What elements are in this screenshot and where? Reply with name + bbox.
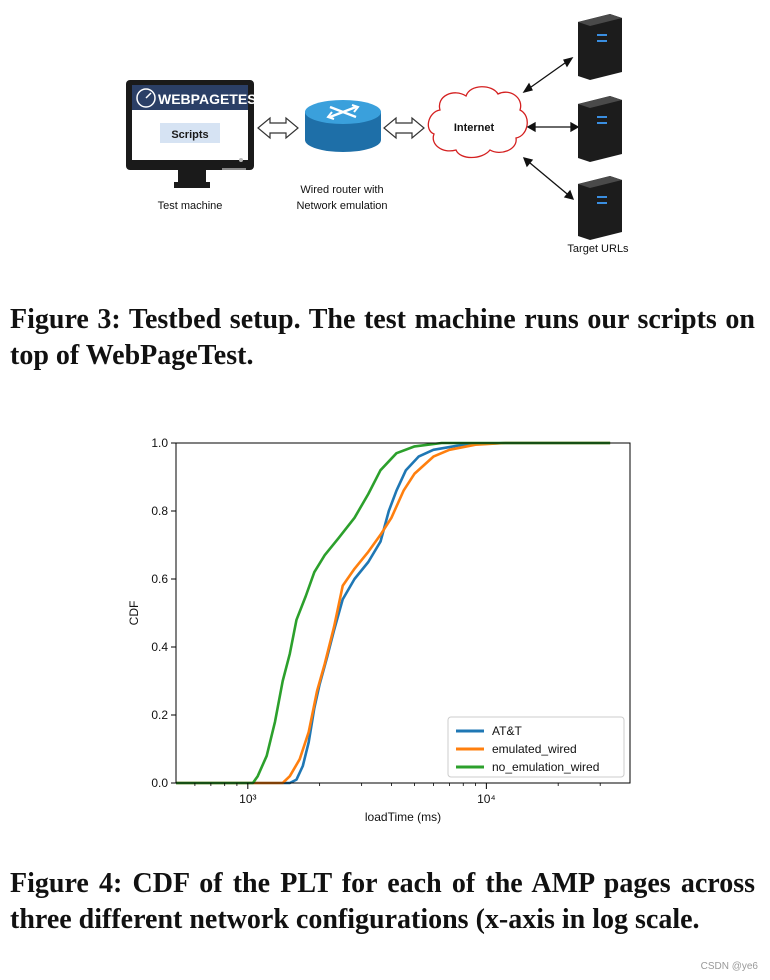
y-tick-label: 1.0 — [151, 436, 168, 450]
y-tick-label: 0.2 — [151, 708, 168, 722]
figure3-caption: Figure 3: Testbed setup. The test machin… — [10, 304, 755, 371]
legend-label: emulated_wired — [492, 742, 577, 756]
legend-label: AT&T — [492, 724, 522, 738]
x-tick-label: 10⁴ — [477, 792, 496, 806]
y-tick-label: 0.6 — [151, 572, 168, 586]
target-urls-label: Target URLs — [567, 243, 629, 255]
legend-box — [447, 716, 625, 778]
series-line — [176, 441, 611, 785]
double-arrow-icon — [383, 116, 425, 140]
speedometer-icon — [136, 88, 156, 108]
monitor-icon — [126, 80, 254, 188]
figure4-caption: Figure 4: CDF of the PLT for each of the… — [10, 868, 755, 935]
series-line — [176, 441, 611, 785]
server-icon — [578, 14, 622, 80]
internet-label: Internet — [454, 122, 495, 134]
router-icon — [305, 100, 381, 152]
y-tick-label: 0.8 — [151, 504, 168, 518]
y-tick-label: 0.0 — [151, 776, 168, 790]
y-tick-label: 0.4 — [151, 640, 168, 654]
scripts-label: Scripts — [171, 129, 208, 141]
internet-cloud-icon — [427, 86, 528, 159]
testbed-diagram: WEBPAGETEST Scripts Test machine Wired r… — [126, 14, 629, 255]
y-axis-label: CDF — [127, 601, 141, 626]
cdf-chart: 0.0 0.2 0.4 0.6 0.8 1.0 10³ 10⁴ loadTime (ms) CDF… — [127, 436, 631, 824]
webpagetest-logo-text: WEBPAGETEST — [158, 91, 266, 107]
double-arrow-icon — [257, 116, 299, 140]
x-tick-label: 10³ — [239, 792, 256, 806]
test-machine-label: Test machine — [158, 200, 223, 212]
router-label-line1: Wired router with — [300, 184, 383, 196]
router-label-line2: Network emulation — [296, 200, 387, 212]
x-axis-label: loadTime (ms) — [365, 810, 441, 824]
server-icon — [578, 176, 622, 240]
watermark: CSDN @ye6 — [700, 961, 758, 972]
series-line — [176, 441, 611, 785]
connection-arrows — [522, 56, 580, 200]
server-icon — [578, 96, 622, 162]
plot-frame — [175, 442, 631, 784]
legend-label: no_emulation_wired — [492, 760, 599, 774]
